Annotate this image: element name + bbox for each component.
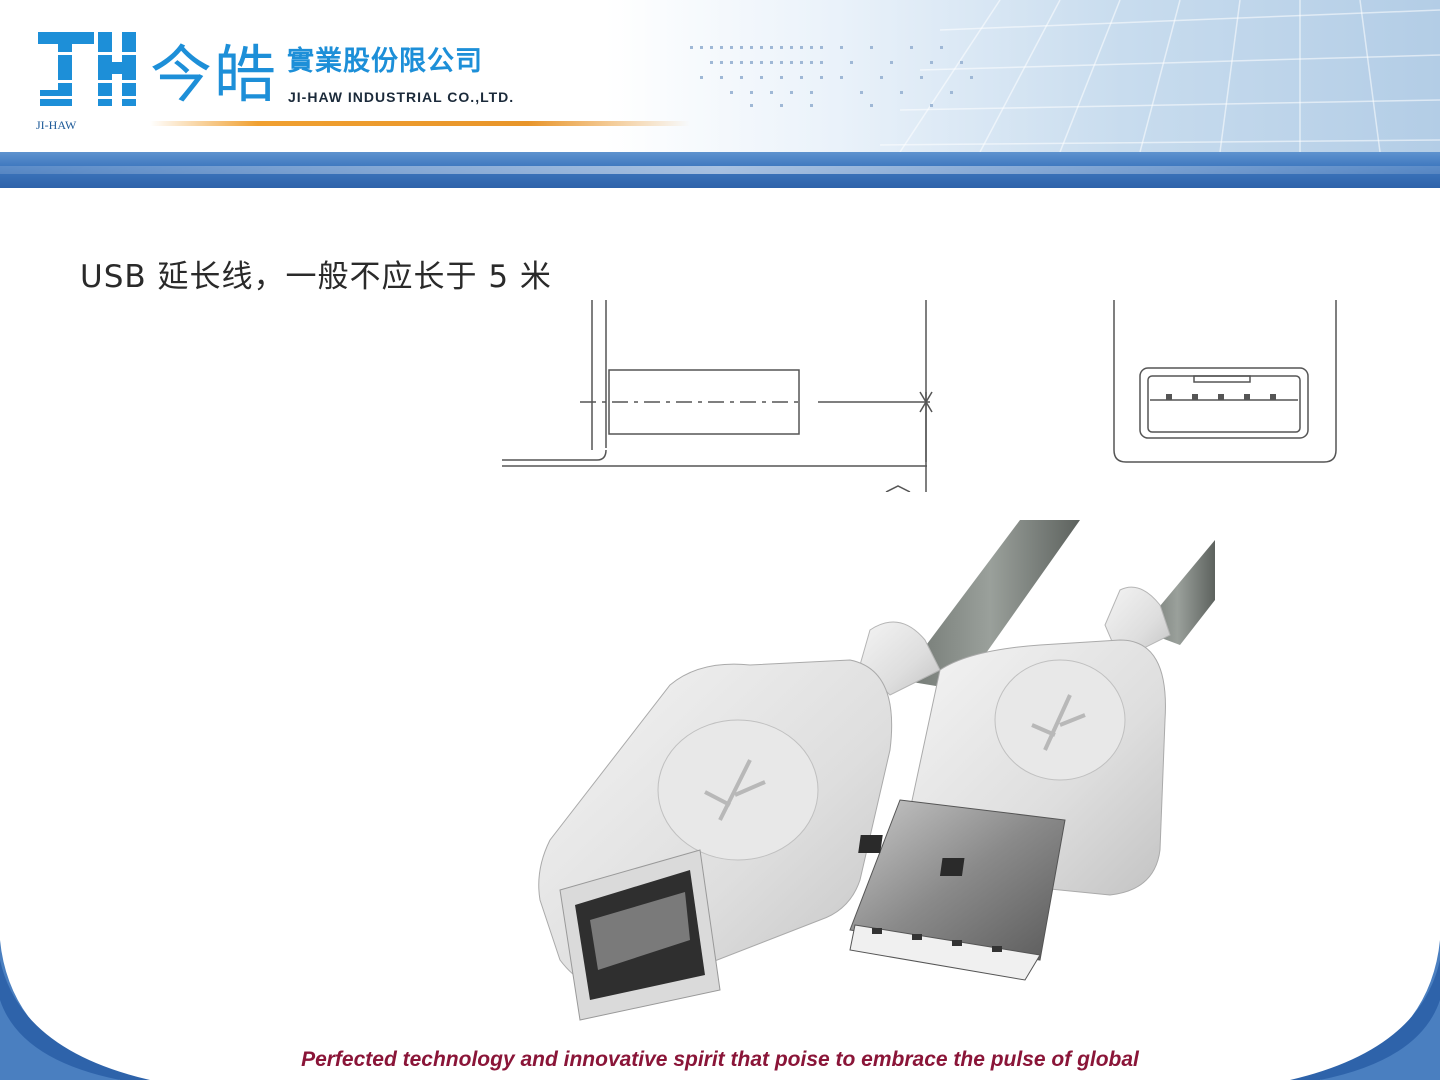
company-name-english: JI-HAW INDUSTRIAL CO.,LTD. bbox=[288, 89, 515, 105]
caption-background bbox=[64, 222, 642, 330]
header-banner: JI-HAW 今皓 實業股份限公司 JI-HAW INDUSTRIAL CO.,… bbox=[0, 0, 1440, 152]
company-name-chinese: 實業股份限公司 bbox=[287, 46, 483, 76]
header-band-highlight bbox=[0, 166, 1440, 174]
gold-accent-line bbox=[150, 121, 690, 126]
footer-blue-curve bbox=[0, 940, 1440, 1080]
header-grid-decoration bbox=[879, 0, 1440, 152]
header-dots-decoration bbox=[690, 46, 973, 107]
slide-caption: USB 延长线，一般不应长于 5 米 bbox=[80, 259, 552, 295]
footer-tagline: Perfected technology and innovative spir… bbox=[301, 1048, 1139, 1071]
logo-chinese-name: 今皓 bbox=[150, 38, 279, 111]
jh-logo-icon bbox=[36, 32, 138, 106]
usb-extension-cable-photo bbox=[538, 520, 1215, 1021]
usb-connector-technical-drawing bbox=[502, 300, 1337, 492]
logo-tagline: JI-HAW bbox=[36, 118, 77, 132]
